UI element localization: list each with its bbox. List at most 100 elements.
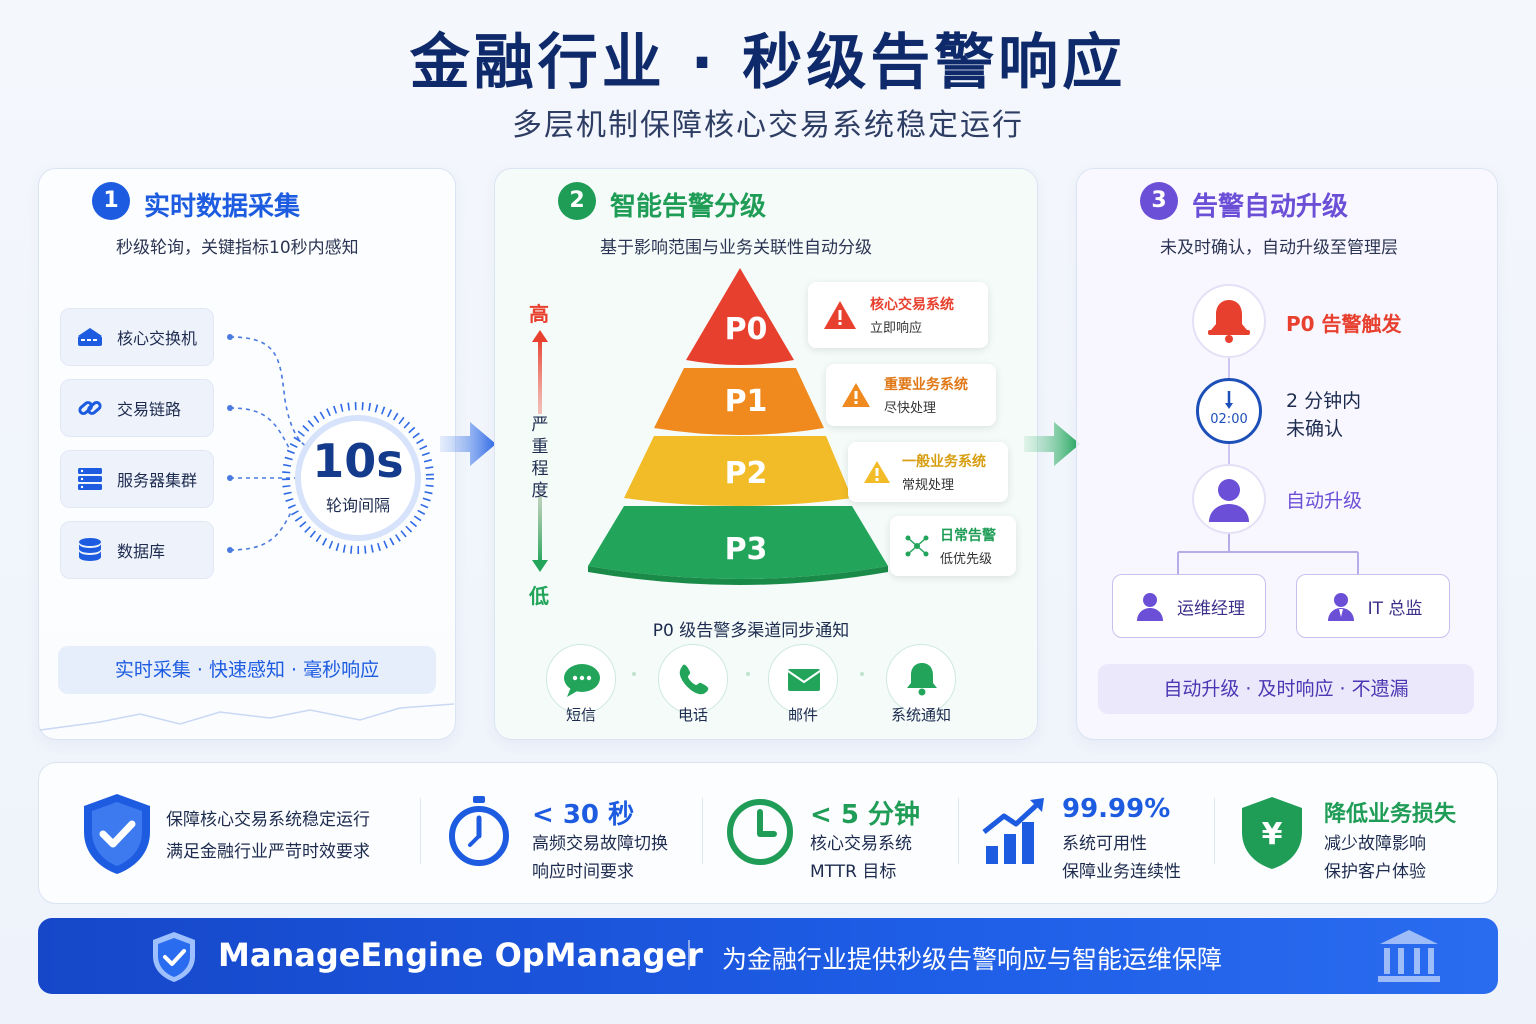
flow-arrow-1 [440,422,496,466]
escalate-label: 自动升级 [1286,490,1363,512]
wait-line-2: 未确认 [1286,418,1344,440]
source-label: 交易链路 [117,400,182,419]
channel-mail-label: 邮件 [787,706,818,724]
page-subtitle: 多层机制保障核心交易系统稳定运行 [512,108,1024,143]
divider [702,798,703,864]
warning-icon [864,461,890,483]
callout-title: 日常告警 [940,528,996,544]
manager-it-director: IT 总监 [1296,574,1450,638]
callout-sub: 常规处理 [902,478,955,493]
flow-line [1228,444,1230,464]
metric-5-value: 降低业务损失 [1324,802,1457,827]
brand-shield-icon [153,932,195,982]
metric-1-line2: 满足金融行业严苛时效要求 [166,842,370,862]
switch-icon [78,328,102,346]
flow-arrow-2 [1024,422,1080,466]
channel-phone [658,644,728,714]
warning-icon [842,383,870,407]
divider [958,798,959,864]
source-label: 核心交换机 [117,329,198,348]
gauge-label: 轮询间隔 [325,496,390,515]
collection-connectors [227,334,434,554]
metric-4-value: 99.99% [1062,794,1171,824]
metric-4-line1: 系统可用性 [1062,834,1147,854]
axis-low-label: 低 [529,584,549,608]
footer-banner [38,918,1498,994]
user-icon [1137,593,1163,621]
source-core-switch: 核心交换机 [60,308,214,366]
page-title: 金融行业 · 秒级告警响应 [409,28,1127,98]
gauge-value: 10s [312,434,404,488]
channel-sms [546,644,616,714]
database-icon [79,538,101,561]
panel3-desc: 未及时确认，自动升级至管理层 [1160,238,1398,258]
level-p0-label: P0 [724,312,768,347]
level-p1-label: P1 [724,384,768,419]
footer-divider [688,940,690,970]
metric-5-line1: 减少故障影响 [1324,834,1426,854]
pyramid-tier-p0 [686,268,794,365]
phone-icon [679,664,709,695]
callout-sub: 尽快处理 [884,401,937,416]
footer-brand: ManageEngine OpManager [218,936,703,974]
step-badge-1: 1 [92,182,130,220]
trigger-circle [1192,284,1266,358]
callout-sub: 低优先级 [940,552,993,567]
sms-icon [564,664,600,697]
channel-phone-label: 电话 [677,706,708,724]
level-p3-label: P3 [724,532,768,567]
source-label: 数据库 [117,542,166,561]
callout-title: 一般业务系统 [902,454,986,470]
panel1-title: 实时数据采集 [144,192,301,222]
metric-3-value: < 5 分钟 [810,800,920,830]
bank-icon [1378,930,1440,982]
callout-sub: 立即响应 [870,321,923,336]
level-p2-label: P2 [724,456,768,491]
gauge-ring [282,402,434,554]
channel-system [886,644,956,714]
manager-it-label: IT 总监 [1367,598,1423,619]
flow-line [1228,358,1230,380]
user-tie-icon [1327,593,1354,621]
notify-title: P0 级告警多渠道同步通知 [652,621,850,641]
bar-growth-icon [982,798,1044,864]
step-badge-2: 2 [558,182,596,220]
mail-icon [787,669,821,691]
manager-ops: 运维经理 [1112,574,1266,638]
callout-title: 核心交易系统 [870,297,954,313]
escalate-circle [1192,464,1266,534]
panel-auto-escalation [1076,168,1498,740]
source-label: 服务器集群 [117,471,198,490]
network-icon [905,535,929,557]
user-headset-icon [1209,479,1249,522]
channel-sms-label: 短信 [565,706,596,724]
channel-dots [632,672,864,676]
bell-icon [907,663,937,696]
panel3-title: 告警自动升级 [1192,192,1349,222]
callout-p1: 重要业务系统 尽快处理 [826,364,996,426]
metric-3-line2: MTTR 目标 [810,862,897,882]
timer-value: 02:00 [1210,412,1248,427]
panel2-desc: 基于影响范围与业务关联性自动分级 [600,238,872,258]
pyramid-tier-p3 [588,506,888,579]
clock-icon [727,799,793,865]
warning-icon [824,301,856,329]
metric-3-line1: 核心交易系统 [810,834,912,854]
stopwatch-icon [449,796,509,866]
timer-icon [1225,391,1233,409]
manager-ops-label: 运维经理 [1177,598,1245,619]
metric-5-line2: 保护客户体验 [1324,862,1426,882]
escalation-tree-lines [1177,534,1359,576]
source-server-cluster: 服务器集群 [60,450,214,508]
sparkline-decoration [40,703,454,731]
metric-1-line1: 保障核心交易系统稳定运行 [166,810,370,830]
severity-pyramid [588,268,888,585]
server-icon [78,468,102,490]
shield-check-icon [84,794,150,874]
callout-p2: 一般业务系统 常规处理 [848,442,1008,502]
step-badge-3: 3 [1140,182,1178,220]
timer-circle [1196,378,1262,444]
callout-p0: 核心交易系统 立即响应 [808,282,988,348]
pyramid-tier-p2 [624,436,852,506]
source-database: 数据库 [60,521,214,579]
